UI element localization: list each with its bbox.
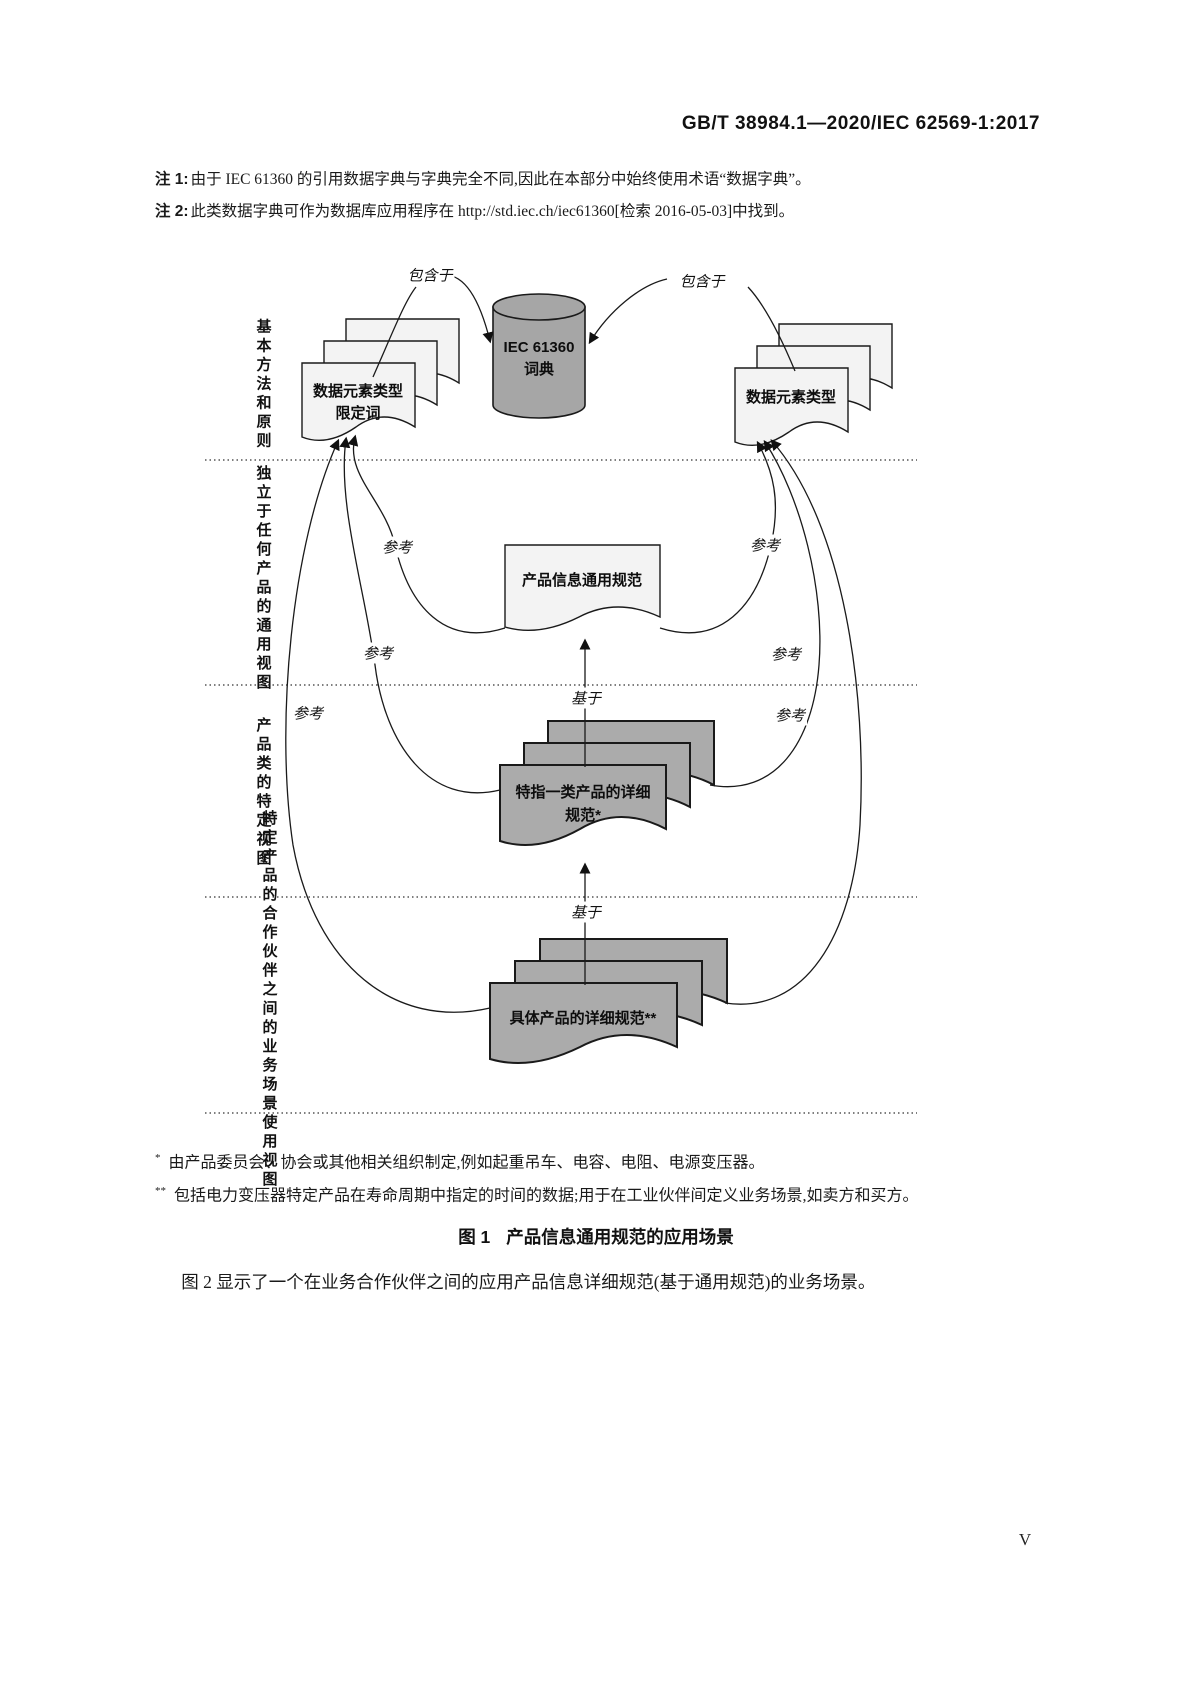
footnote-1: * 由产品委员会、协会或其他相关组织制定,例如起重吊车、电容、电阻、电源变压器。: [155, 1148, 1045, 1173]
layer-label-business-view: 特定产品的合作伙伴之间 的业务场景使用视图: [258, 810, 281, 1190]
layer-label-business-view-col1: 特定产品的合作伙伴之间: [260, 810, 278, 1019]
figure-caption: 图 1 产品信息通用规范的应用场景: [155, 1224, 1037, 1249]
footnote-2-text: 包括电力变压器特定产品在寿命周期中指定的时间的数据;用于在工业伙伴间定义业务场景…: [174, 1187, 919, 1205]
contained-in-right-head: [588, 278, 668, 345]
contained-in-right-tail: [747, 286, 796, 372]
reference-label-2-left: 参考: [360, 642, 396, 664]
footnote-2-marker: **: [155, 1185, 166, 1197]
layer-label-basic-methods: 基本方法和原则: [254, 318, 272, 452]
footnote-2: ** 包括电力变压器特定产品在寿命周期中指定的时间的数据;用于在工业伙伴间定义业务…: [155, 1181, 1045, 1206]
note-2-label: 注 2:: [155, 203, 189, 220]
reference-arrow-right-2: [709, 439, 821, 788]
figure-caption-title: 产品信息通用规范的应用场景: [506, 1227, 734, 1247]
figure-1-artwork: 数据元素类型 限定词 IEC 61360 词典 数据元素类型 产品信息通用规范 …: [205, 274, 917, 1114]
reference-label-3-right: 参考: [772, 704, 808, 726]
reference-arrow-left-2: [339, 436, 501, 794]
document-number-header: GB/T 38984.1—2020/IEC 62569-1:2017: [681, 113, 1040, 134]
body-paragraph: 图 2 显示了一个在业务合作伙伴之间的应用产品信息详细规范(基于通用规范)的业务…: [181, 1272, 876, 1292]
diagram-shapes: [301, 293, 893, 1064]
qualifier-doc-stack: [301, 318, 460, 441]
reference-label-1-right: 参考: [747, 534, 783, 556]
qualifier-stack-label-1: 数据元素类型: [313, 382, 403, 400]
figure-1-diagram: 数据元素类型 限定词 IEC 61360 词典 数据元素类型 产品信息通用规范 …: [205, 245, 917, 1190]
based-on-label-2: 基于: [568, 901, 604, 923]
product-spec-doc-stack: [489, 938, 728, 1064]
based-on-label-1: 基于: [568, 687, 604, 709]
dictionary-label-2: 词典: [524, 360, 554, 378]
reference-label-3-left: 参考: [290, 702, 326, 724]
note-1-label: 注 1:: [155, 171, 189, 188]
product-spec-label: 具体产品的详细规范**: [510, 1009, 657, 1027]
reference-label-2-right: 参考: [768, 643, 804, 665]
reference-arrow-left-3: [285, 438, 491, 1013]
note-1-text: 由于 IEC 61360 的引用数据字典与字典完全不同,因此在本部分中始终使用术…: [190, 171, 811, 188]
footnote-1-marker: *: [155, 1152, 161, 1164]
layer-label-class-view: 产品类的特定视图: [254, 717, 272, 869]
contained-in-label-left: 包含于: [405, 264, 455, 286]
figure-caption-number: 图 1: [458, 1227, 491, 1247]
class-spec-label-2: 规范*: [565, 806, 601, 824]
footnote-1-text: 由产品委员会、协会或其他相关组织制定,例如起重吊车、电容、电阻、电源变压器。: [168, 1154, 765, 1172]
reference-label-1-left: 参考: [379, 536, 415, 558]
iec-61360-dictionary-cylinder: [492, 293, 586, 419]
layer-divider-lines: [205, 459, 917, 1114]
class-spec-label-1: 特指一类产品的详细: [515, 783, 650, 801]
data-element-type-doc-stack: [734, 323, 893, 446]
layer-label-generic-view: 独立于任何产品的通用视图: [254, 465, 272, 693]
class-spec-doc-stack: [499, 720, 715, 846]
generic-spec-doc: [504, 544, 661, 632]
reference-arrow-right-3: [724, 439, 862, 1005]
type-stack-label: 数据元素类型: [746, 388, 836, 406]
note-2-text: 此类数据字典可作为数据库应用程序在 http://std.iec.ch/iec6…: [190, 203, 795, 220]
note-1: 注 1:由于 IEC 61360 的引用数据字典与字典完全不同,因此在本部分中始…: [155, 170, 1035, 190]
contained-in-label-right: 包含于: [677, 270, 727, 292]
reference-arrow-left-1: [347, 434, 506, 634]
dictionary-label-1: IEC 61360: [504, 339, 575, 356]
layer-label-business-view-col2: 的业务场景使用视图: [260, 1019, 278, 1190]
page-number: V: [1018, 1530, 1032, 1549]
qualifier-stack-label-2: 限定词: [335, 404, 380, 422]
note-2: 注 2:此类数据字典可作为数据库应用程序在 http://std.iec.ch/…: [155, 202, 1035, 222]
generic-spec-label: 产品信息通用规范: [522, 571, 642, 589]
contained-in-left-tail: [372, 286, 417, 378]
